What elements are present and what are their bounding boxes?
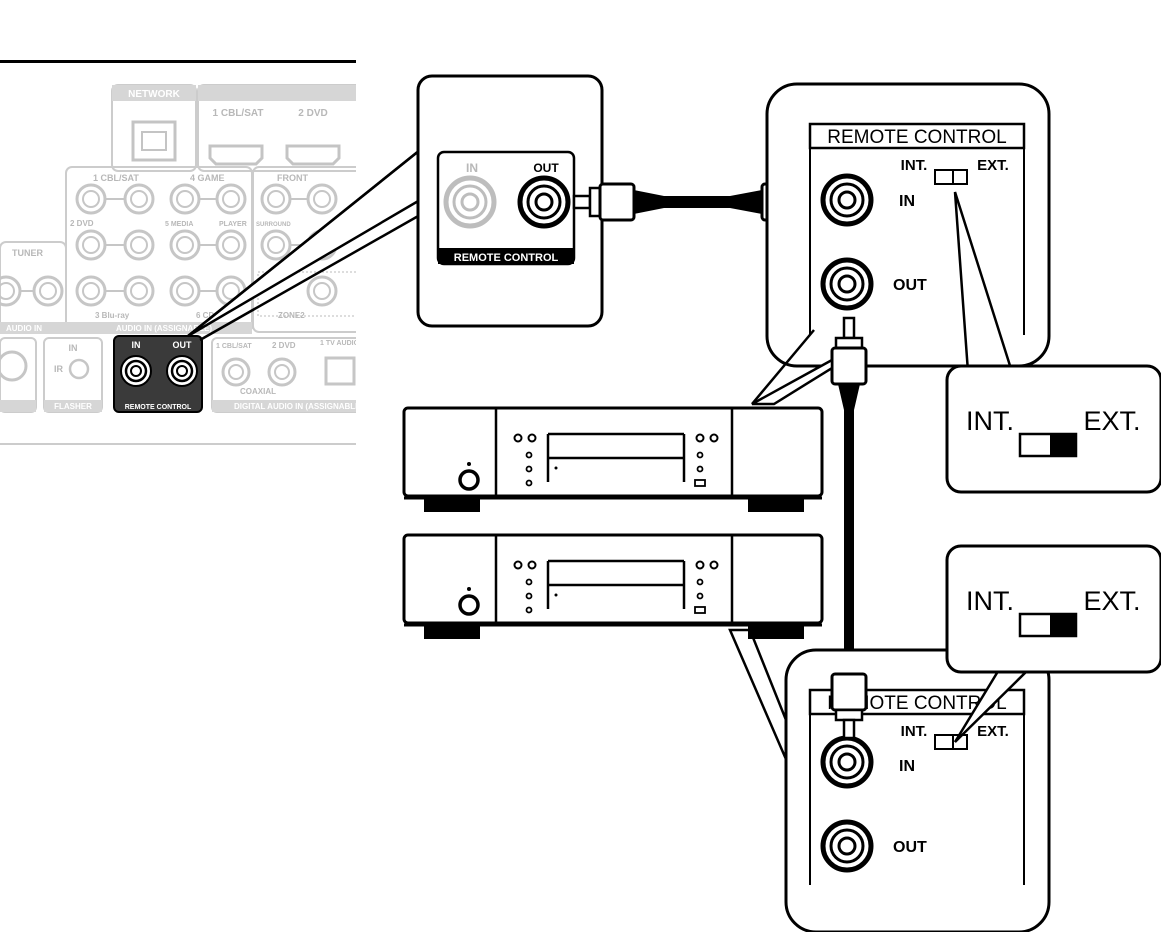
device1-int-label: INT. — [901, 157, 928, 174]
zoom-rc-label: REMOTE CONTROL — [454, 252, 559, 264]
audio-label-bluray: 3 Blu-ray — [95, 311, 130, 320]
device2-rc-panel: REMOTE CONTROL INT. EXT. IN OUT — [784, 648, 1051, 932]
device1-int-ext-switch[interactable] — [934, 169, 968, 185]
device2-out-jack — [820, 819, 874, 873]
hdmi-label-2: 2 DVD — [298, 108, 327, 119]
vertical-cable-bottom-plug — [830, 672, 868, 740]
ethernet-port-inner — [141, 131, 167, 151]
front-surround-block — [252, 166, 356, 333]
hdmi-port-1 — [208, 144, 264, 166]
player-device-2 — [402, 533, 824, 639]
coaxial-jack-1 — [221, 357, 251, 387]
zoom1-switch-knob — [1050, 434, 1076, 456]
ir-flasher-in-label: IN — [69, 343, 78, 353]
zoom1-int-label: INT. — [966, 406, 1014, 436]
audio-label-tuner: TUNER — [12, 248, 43, 258]
audio-label-zone2: ZONE2 — [278, 311, 305, 320]
device2-ext-label: EXT. — [977, 723, 1009, 740]
optical-port — [324, 356, 356, 386]
audio-in-label: AUDIO IN — [6, 324, 42, 333]
ir-flasher-footer — [44, 400, 102, 412]
hdmi-port-2 — [285, 144, 341, 166]
switch-zoom-1: INT. EXT. — [945, 364, 1161, 494]
device2-int-ext-switch[interactable] — [934, 734, 968, 750]
ir-flasher-label: FLASHER — [54, 402, 92, 411]
audio-in-assignable-label: AUDIO IN (ASSIGNABLE) — [116, 324, 212, 333]
device1-out-label: OUT — [893, 277, 927, 294]
digital-label-cblsat: 1 CBL/SAT — [216, 343, 252, 350]
zoom-rc-out-jack — [517, 175, 571, 229]
network-header — [112, 85, 196, 101]
audio-label-cblsat: 1 CBL/SAT — [93, 173, 139, 183]
device1-out-jack — [820, 257, 874, 311]
audio-in-partial-footer — [0, 400, 36, 412]
device1-power-button[interactable] — [458, 469, 480, 491]
audio-label-surround: SURROUND — [256, 222, 291, 228]
device1-in-jack — [820, 173, 874, 227]
audio-in-footer — [0, 322, 66, 334]
receiver-rc-zoom: IN OUT REMOTE CONTROL — [416, 74, 604, 328]
audio-label-game: 4 GAME — [190, 173, 225, 183]
player-device-1 — [402, 406, 824, 512]
zoom1-ext-label: EXT. — [1083, 406, 1140, 436]
zoom-rc-out-label: OUT — [533, 161, 559, 175]
device2-rc-title: REMOTE CONTROL — [827, 693, 1006, 714]
network-label: NETWORK — [128, 89, 180, 100]
receiver-rc-out-label: OUT — [173, 340, 193, 350]
device1-in-label: IN — [899, 193, 915, 210]
ir-flasher-jack — [68, 358, 90, 380]
audio-in-partial-jack — [0, 350, 28, 382]
ethernet-port — [131, 120, 177, 162]
digital-label-tv-audio: 1 TV AUDIO — [320, 340, 360, 347]
digital-audio-label: DIGITAL AUDIO IN (ASSIGNABLE) — [234, 402, 364, 411]
receiver-rc-label: REMOTE CONTROL — [125, 404, 192, 411]
hdmi-label-1: 1 CBL/SAT — [213, 108, 264, 119]
receiver-rc-in-label: IN — [132, 340, 141, 350]
device2-in-label: IN — [899, 758, 915, 775]
device2-out-label: OUT — [893, 839, 927, 856]
audio-label-cd: 6 CD — [196, 311, 214, 320]
zoom2-ext-label: EXT. — [1083, 586, 1140, 616]
device1-rc-title: REMOTE CONTROL — [827, 127, 1006, 148]
ir-label: IR — [54, 364, 64, 374]
hdmi-header — [198, 85, 356, 101]
device1-rc-panel: REMOTE CONTROL INT. EXT. IN OUT — [765, 82, 1051, 368]
device1-ext-label: EXT. — [977, 157, 1009, 174]
device2-power-button[interactable] — [458, 594, 480, 616]
coaxial-label: COAXIAL — [240, 387, 276, 396]
zoom2-switch-knob — [1050, 614, 1076, 636]
switch-zoom-2: INT. EXT. — [945, 544, 1161, 674]
zoom2-int-label: INT. — [966, 586, 1014, 616]
audio-label-media: 5 MEDIA — [165, 221, 193, 228]
audio-label-front: FRONT — [277, 173, 308, 183]
zoom-rc-in-label: IN — [466, 161, 478, 175]
digital-label-dvd: 2 DVD — [272, 341, 296, 350]
audio-label-dvd: 2 DVD — [70, 219, 94, 228]
audio-jacks — [0, 183, 338, 307]
digital-audio-footer — [212, 400, 356, 412]
zoom-rc-in-jack — [443, 175, 497, 229]
audio-label-player: PLAYER — [219, 221, 247, 228]
coaxial-jack-2 — [267, 357, 297, 387]
receiver-rear-panel: NETWORK 1 CBL/SAT 2 DVD 1 CBL/SAT 4 GAME… — [0, 60, 364, 445]
device2-int-label: INT. — [901, 723, 928, 740]
